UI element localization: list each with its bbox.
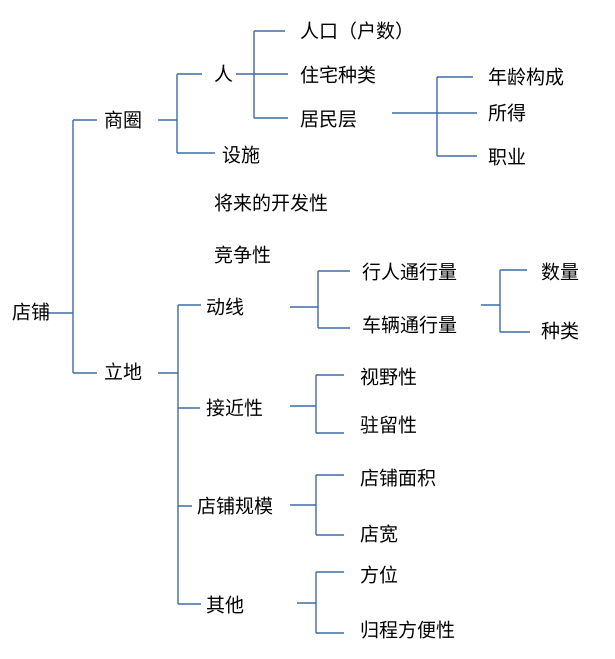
node-zhonglei: 种类 (541, 321, 579, 343)
connector-lines (47, 30, 530, 634)
node-shangquan: 商圈 (104, 110, 142, 132)
node-shuliang: 数量 (541, 262, 579, 284)
node-sheshi: 设施 (222, 145, 260, 167)
node-jingzheng: 竞争性 (214, 245, 271, 267)
node-zhuliu: 驻留性 (360, 415, 417, 437)
node-shiye: 视野性 (360, 367, 417, 389)
node-zhiye: 职业 (488, 147, 526, 169)
node-nianling: 年龄构成 (488, 67, 564, 89)
node-diankuan: 店宽 (360, 524, 398, 546)
node-qita: 其他 (206, 595, 244, 617)
node-lidi: 立地 (104, 362, 142, 384)
node-xingren: 行人通行量 (362, 262, 457, 284)
node-root-dianpu: 店铺 (12, 302, 50, 324)
node-jiejin: 接近性 (206, 398, 263, 420)
node-jianglai: 将来的开发性 (214, 193, 328, 215)
node-guicheng: 归程方便性 (360, 620, 455, 642)
node-guimo: 店铺规模 (197, 496, 273, 518)
node-jumin: 居民层 (300, 109, 357, 131)
node-dongxian: 动线 (206, 297, 244, 319)
node-suode: 所得 (488, 103, 526, 125)
node-renkou: 人口（户数） (300, 21, 414, 43)
node-cheliang: 车辆通行量 (362, 315, 457, 337)
node-fangwei: 方位 (360, 565, 398, 587)
node-mianji: 店铺面积 (360, 468, 436, 490)
node-zhuzhai: 住宅种类 (300, 65, 376, 87)
node-labels: 店铺 商圈 立地 人 设施 将来的开发性 竞争性 人口（户数） 住宅种类 居民层… (12, 21, 579, 642)
node-ren: 人 (214, 64, 233, 86)
